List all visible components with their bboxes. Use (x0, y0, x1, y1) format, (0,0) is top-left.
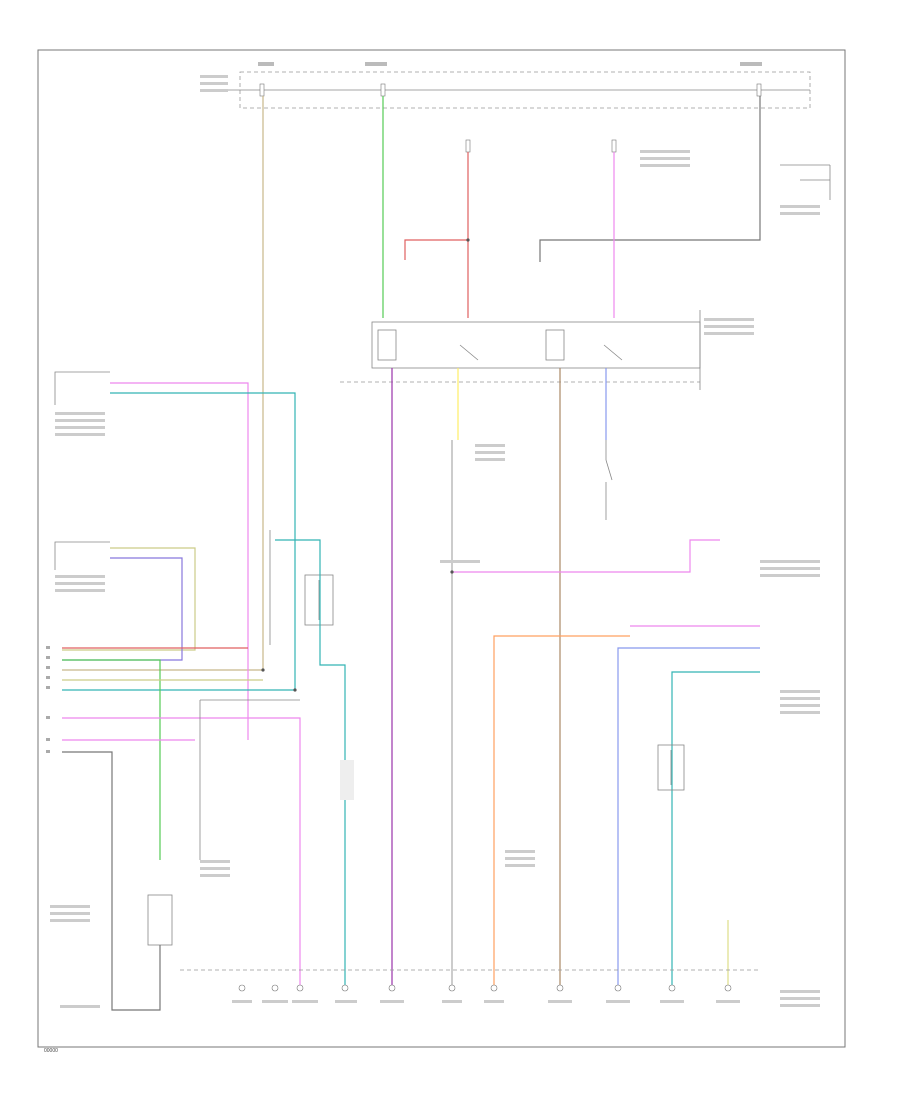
wire-teal-sensor-1 (62, 392, 296, 691)
relay-left (377, 329, 479, 361)
relay-module-box (371, 321, 701, 369)
left-sensor-upper (54, 371, 110, 405)
left-side-labels (50, 412, 105, 1008)
right-sensor-component (657, 744, 685, 791)
lower-left-connector (147, 699, 300, 946)
corner-code: 00000 (44, 1048, 58, 1054)
wire-teal-center (275, 539, 346, 985)
wire-pink-sensor-1 (110, 382, 249, 740)
right-corner-switch (780, 164, 831, 215)
wire-black-left-bundle (62, 751, 113, 935)
left-bundle-terminals (46, 646, 50, 753)
center-left-component (269, 530, 334, 645)
wire-green-left-bundle (62, 659, 161, 860)
wire-olive-sensor-2 (62, 547, 196, 651)
fuse-block-labels (200, 62, 762, 92)
right-side-labels (640, 150, 820, 714)
fuse-symbols (259, 83, 762, 153)
left-sensor-lower (54, 541, 110, 570)
wire-orange (493, 635, 630, 985)
relay-right (545, 329, 623, 361)
diagram-border (37, 49, 846, 1048)
center-labels (200, 444, 535, 877)
bottom-connector-pins (238, 984, 732, 992)
right-switch (605, 440, 613, 520)
wire-red-branch (404, 239, 468, 260)
wire-blue (617, 647, 760, 985)
splice-dots (261, 238, 470, 692)
wire-black-right-fuse (539, 96, 761, 262)
wire-pink-middle (452, 539, 720, 573)
wire-black-lower-left (111, 935, 161, 1011)
wire-violet-sensor-2 (62, 557, 183, 661)
wire-teal-right (671, 671, 760, 985)
bottom-pin-labels (232, 990, 820, 1007)
wire-pink-left-bundle (62, 717, 301, 985)
